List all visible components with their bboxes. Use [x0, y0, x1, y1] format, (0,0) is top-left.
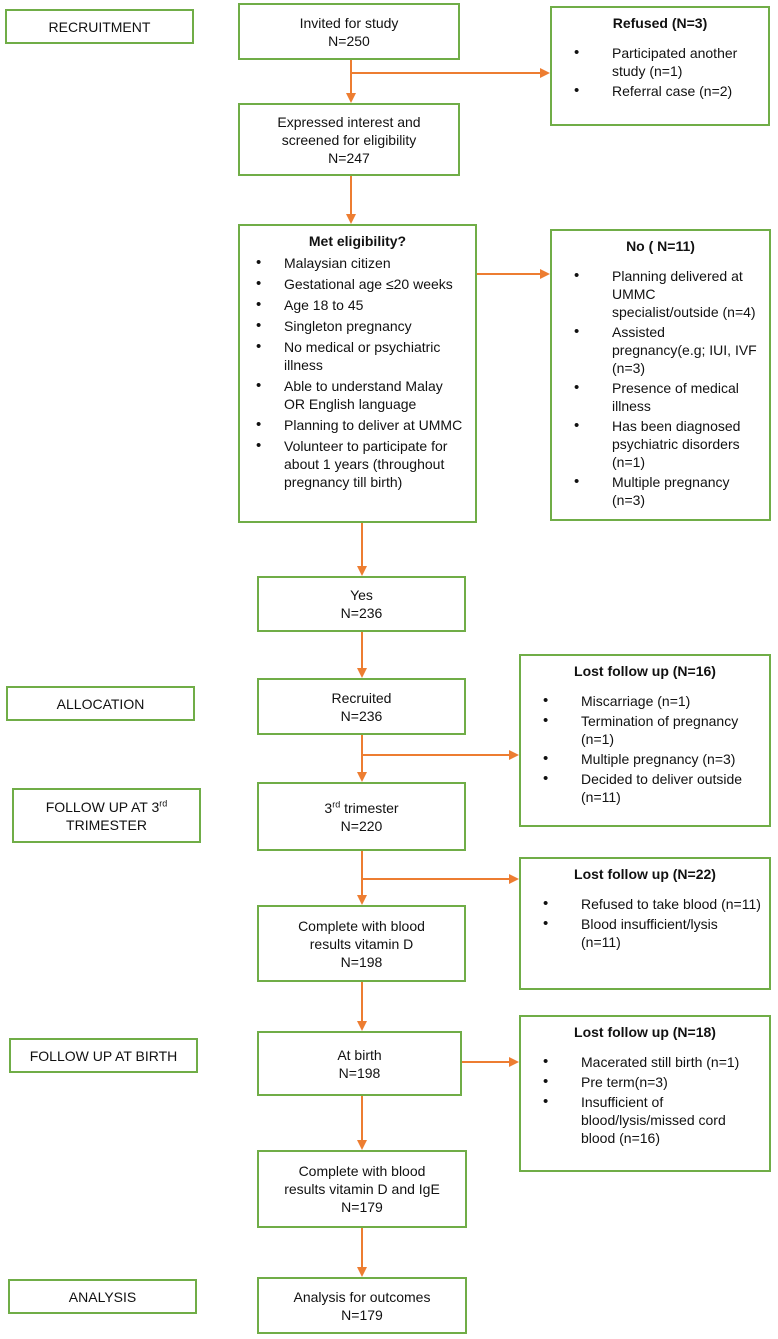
complete-vitd-label-1: Complete with blood — [298, 917, 425, 934]
stage-allocation-label: ALLOCATION — [56, 695, 145, 712]
recruited-label: Recruited — [331, 689, 392, 706]
screened-label-2: screened for eligibility — [281, 131, 417, 148]
box-eligibility: Met eligibility? Malaysian citizen Gesta… — [238, 224, 477, 523]
list-item: Termination of pregnancy (n=1) — [529, 712, 761, 748]
list-item: Participated another study (n=1) — [560, 44, 760, 80]
no-title: No ( N=11) — [626, 238, 695, 254]
list-item: Volunteer to participate for about 1 yea… — [248, 437, 467, 491]
lost22-title: Lost follow up (N=22) — [574, 866, 716, 882]
list-item: Multiple pregnancy (n=3) — [529, 750, 761, 768]
stage-followup-birth-label: FOLLOW UP AT BIRTH — [29, 1047, 178, 1064]
list-item: Insufficient of blood/lysis/missed cord … — [529, 1093, 761, 1147]
list-item: Age 18 to 45 — [248, 296, 467, 314]
box-screened: Expressed interest and screened for elig… — [238, 103, 460, 176]
list-item: Able to understand Malay OR English lang… — [248, 377, 467, 413]
screened-count: N=247 — [328, 149, 370, 166]
invited-label: Invited for study — [299, 14, 399, 31]
complete-ige-count: N=179 — [341, 1199, 383, 1215]
stage-followup-3rd-sup: rd — [159, 797, 168, 808]
stage-recruitment-label: RECRUITMENT — [48, 18, 151, 35]
box-third-trimester: 3rd trimester N=220 — [257, 782, 466, 851]
eligibility-criteria: Malaysian citizen Gestational age ≤20 we… — [248, 254, 467, 491]
box-lost22: Lost follow up (N=22) Refused to take bl… — [519, 857, 771, 990]
list-item: Macerated still birth (n=1) — [529, 1053, 761, 1071]
stage-recruitment: RECRUITMENT — [5, 9, 194, 44]
stage-allocation: ALLOCATION — [6, 686, 195, 721]
yes-count: N=236 — [340, 605, 383, 621]
list-item: Refused to take blood (n=11) — [529, 895, 761, 913]
recruited-count: N=236 — [340, 707, 383, 724]
complete-vitd-label-2: results vitamin D — [309, 935, 414, 952]
stage-analysis: ANALYSIS — [8, 1279, 197, 1314]
yes-label: Yes — [350, 587, 373, 603]
screened-label-1: Expressed interest and — [277, 113, 421, 130]
stage-followup-3rd-label: FOLLOW UP AT 3 — [45, 798, 160, 815]
box-complete-vitd-ige: Complete with blood results vitamin D an… — [257, 1150, 467, 1228]
list-item: Planning to deliver at UMMC — [248, 416, 467, 434]
box-no: No ( N=11) Planning delivered at UMMC sp… — [550, 229, 771, 521]
lost18-title: Lost follow up (N=18) — [574, 1024, 716, 1040]
box-refused: Refused (N=3) Participated another study… — [550, 6, 770, 126]
list-item: Has been diagnosed psychiatric disorders… — [560, 417, 761, 471]
list-item: Multiple pregnancy (n=3) — [560, 473, 761, 509]
list-item: Assisted pregnancy(e.g; IUI, IVF (n=3) — [560, 323, 761, 377]
third-label-rest: trimester — [340, 799, 399, 816]
at-birth-count: N=198 — [338, 1064, 381, 1081]
list-item: Presence of medical illness — [560, 379, 761, 415]
no-list: Planning delivered at UMMC specialist/ou… — [560, 267, 761, 509]
eligibility-title: Met eligibility? — [308, 233, 407, 249]
third-count: N=220 — [340, 817, 383, 834]
list-item: Singleton pregnancy — [248, 317, 467, 335]
lost16-list: Miscarriage (n=1) Termination of pregnan… — [529, 692, 761, 806]
stage-followup-3rd-label-2: TRIMESTER — [66, 816, 147, 833]
list-item: No medical or psychiatric illness — [248, 338, 467, 374]
third-label-num: 3 — [324, 799, 333, 816]
lost18-list: Macerated still birth (n=1) Pre term(n=3… — [529, 1053, 761, 1147]
complete-vitd-count: N=198 — [340, 953, 383, 970]
box-lost16: Lost follow up (N=16) Miscarriage (n=1) … — [519, 654, 771, 827]
stage-followup-birth: FOLLOW UP AT BIRTH — [9, 1038, 198, 1073]
list-item: Gestational age ≤20 weeks — [248, 275, 467, 293]
refused-list: Participated another study (n=1) Referra… — [560, 44, 760, 100]
box-invited: Invited for study N=250 — [238, 3, 460, 60]
third-label-sup: rd — [332, 798, 341, 809]
list-item: Planning delivered at UMMC specialist/ou… — [560, 267, 761, 321]
lost16-title: Lost follow up (N=16) — [574, 663, 716, 679]
analysis-count: N=179 — [341, 1306, 383, 1323]
box-yes: Yes N=236 — [257, 576, 466, 632]
invited-count: N=250 — [328, 32, 370, 49]
list-item: Miscarriage (n=1) — [529, 692, 761, 710]
complete-ige-label-2: results vitamin D and IgE — [284, 1181, 440, 1197]
at-birth-label: At birth — [337, 1046, 382, 1063]
list-item: Malaysian citizen — [248, 254, 467, 272]
box-at-birth: At birth N=198 — [257, 1031, 462, 1096]
box-complete-vitd: Complete with blood results vitamin D N=… — [257, 905, 466, 982]
box-recruited: Recruited N=236 — [257, 678, 466, 735]
list-item: Decided to deliver outside (n=11) — [529, 770, 761, 806]
list-item: Blood insufficient/lysis (n=11) — [529, 915, 761, 951]
list-item: Referral case (n=2) — [560, 82, 760, 100]
box-lost18: Lost follow up (N=18) Macerated still bi… — [519, 1015, 771, 1172]
list-item: Pre term(n=3) — [529, 1073, 761, 1091]
analysis-label: Analysis for outcomes — [293, 1288, 431, 1305]
refused-title: Refused (N=3) — [612, 15, 708, 31]
box-analysis: Analysis for outcomes N=179 — [257, 1277, 467, 1334]
stage-analysis-label: ANALYSIS — [68, 1288, 137, 1305]
complete-ige-label-1: Complete with blood — [298, 1163, 426, 1179]
lost22-list: Refused to take blood (n=11) Blood insuf… — [529, 895, 761, 951]
